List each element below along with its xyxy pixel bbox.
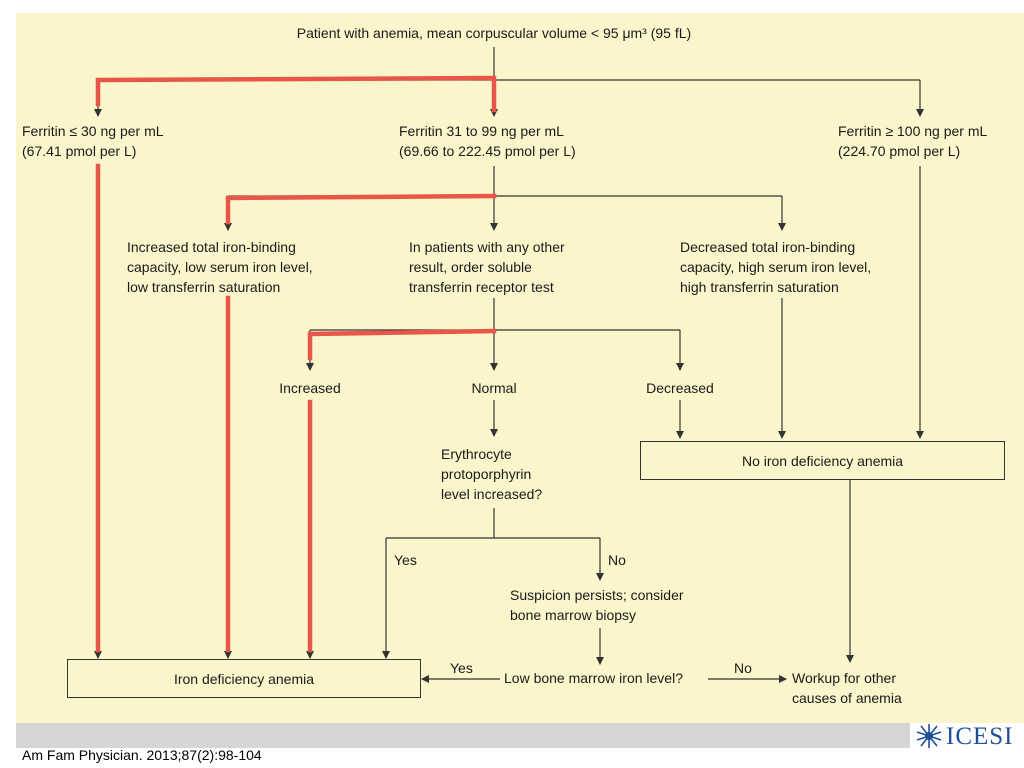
ep-question-line3: level increased? [441,486,543,502]
suspicion-line1: Suspicion persists; consider [510,587,684,603]
marrow-yes-label: Yes [450,660,473,676]
ferritin-low-line2: (67.41 pmol per L) [22,143,137,159]
no-ida-label: No iron deficiency anemia [741,452,904,469]
tibc-increased-line2: capacity, low serum iron level, [127,259,313,275]
ep-question-line2: protoporphyrin [441,466,532,482]
workup-line1: Workup for other [792,670,897,686]
tibc-increased-node: Increased total iron-binding capacity, l… [127,237,313,297]
tibc-increased-line3: low transferrin saturation [127,279,281,295]
tibc-decreased-line1: Decreased total iron-binding [680,239,856,255]
marrow-no-label: No [734,660,752,676]
ep-question-line1: Erythrocyte [441,446,512,462]
ferritin-high-line2: (224.70 pmol per L) [838,143,961,159]
other-result-line1: In patients with any other [409,239,565,255]
ferritin-mid-line2: (69.66 to 222.45 pmol per L) [399,143,576,159]
no-ida-box: No iron deficiency anemia [640,441,1005,480]
ep-yes-label: Yes [394,552,417,568]
low-marrow-node: Low bone marrow iron level? [504,670,683,686]
highlight-path-tibc [225,193,497,225]
ida-label: Iron deficiency anemia [173,670,315,687]
ep-question-node: Erythrocyte protoporphyrin level increas… [441,444,542,504]
ferritin-high-node: Ferritin ≥ 100 ng per mL (224.70 pmol pe… [838,121,987,161]
icesi-emblem-icon [916,724,942,748]
other-result-node: In patients with any other result, order… [409,237,565,297]
suspicion-line2: bone marrow biopsy [510,607,637,623]
flowchart-panel [16,13,1024,723]
highlight-path-ferritin [95,75,497,113]
stfr-normal-node: Normal [471,380,517,396]
other-result-line3: transferrin receptor test [409,279,554,295]
suspicion-node: Suspicion persists; consider bone marrow… [510,585,684,625]
tibc-decreased-node: Decreased total iron-binding capacity, h… [680,237,871,297]
other-result-line2: result, order soluble [409,259,532,275]
start-node: Patient with anemia, mean corpuscular vo… [296,25,692,41]
tibc-decreased-line3: high transferrin saturation [680,279,839,295]
icesi-logo: ICESI [916,722,1024,750]
workup-node: Workup for other causes of anemia [792,668,902,708]
ferritin-mid-node: Ferritin 31 to 99 ng per mL (69.66 to 22… [399,121,576,161]
ferritin-high-line1: Ferritin ≥ 100 ng per mL [838,123,988,139]
tibc-increased-line1: Increased total iron-binding [127,239,296,255]
ep-no-label: No [608,552,626,568]
footer-band [16,723,910,748]
ferritin-mid-line1: Ferritin 31 to 99 ng per mL [399,123,564,139]
tibc-decreased-line2: capacity, high serum iron level, [680,259,872,275]
ferritin-low-node: Ferritin ≤ 30 ng per mL (67.41 pmol per … [22,121,164,161]
ida-box: Iron deficiency anemia [67,659,421,698]
icesi-logo-text: ICESI [946,723,1014,750]
stfr-decreased-node: Decreased [646,380,714,396]
highlight-path-stfr [307,328,497,361]
stfr-increased-node: Increased [279,380,341,396]
ferritin-low-line1: Ferritin ≤ 30 ng per mL [22,123,164,139]
citation: Am Fam Physician. 2013;87(2):98-104 [22,747,262,763]
workup-line2: causes of anemia [792,690,902,706]
